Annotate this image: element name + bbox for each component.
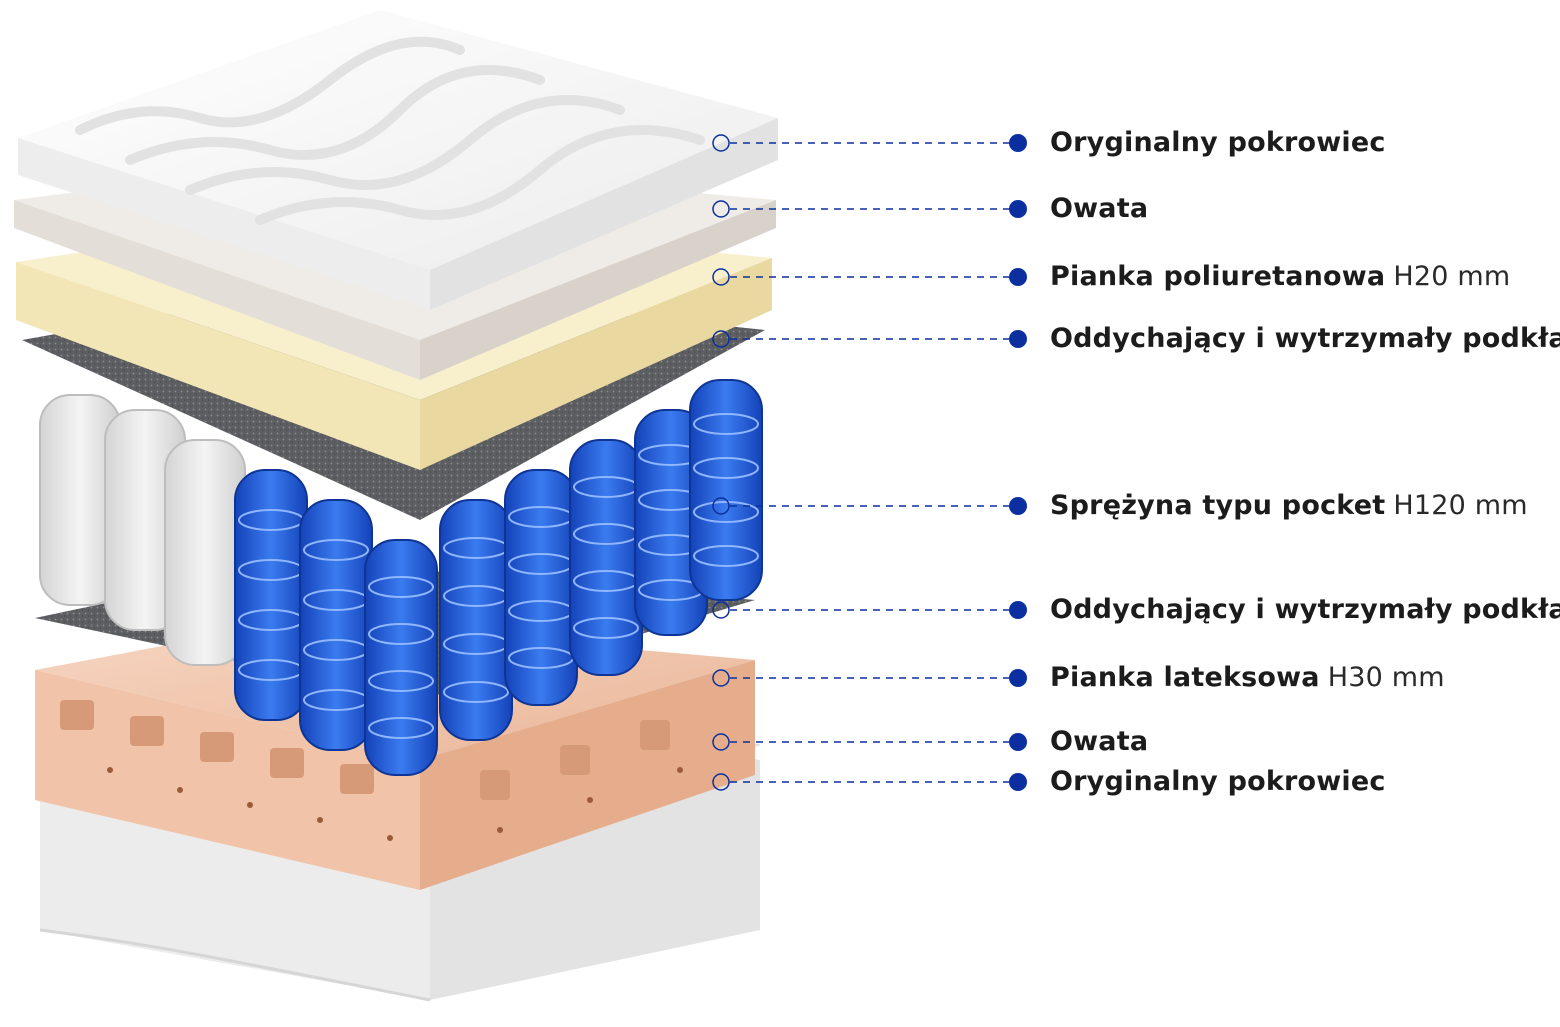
callout-dot bbox=[1009, 134, 1027, 152]
callout-anchor-ring bbox=[712, 669, 730, 687]
pocket-spring bbox=[364, 539, 438, 776]
callout-dot bbox=[1009, 200, 1027, 218]
callout-label-spec: H120 mm bbox=[1393, 490, 1528, 521]
callout-dot bbox=[1009, 497, 1027, 515]
callout-label-name: Oddychający i wytrzymały podkład bbox=[1050, 323, 1560, 354]
callout-label: Oddychający i wytrzymały podkład bbox=[1050, 592, 1560, 628]
spring-coil bbox=[368, 717, 434, 739]
callout-anchor-ring bbox=[712, 200, 730, 218]
callout-anchor-ring bbox=[712, 497, 730, 515]
callout-anchor-ring bbox=[712, 773, 730, 791]
callout-label-name: Pianka lateksowa bbox=[1050, 662, 1320, 693]
spring-coil bbox=[443, 681, 509, 703]
pocket-spring bbox=[569, 439, 643, 676]
callout-label-name: Sprężyna typu pocket bbox=[1050, 490, 1386, 521]
white-pocket-springs bbox=[39, 394, 246, 666]
pocket-spring bbox=[234, 469, 308, 721]
spring-coil bbox=[368, 670, 434, 692]
callout-anchor-ring bbox=[712, 733, 730, 751]
callout-label-spec: H30 mm bbox=[1327, 662, 1445, 693]
pocket-spring bbox=[299, 499, 373, 751]
pocket-spring bbox=[689, 379, 763, 601]
top-cover-layer bbox=[18, 10, 778, 310]
callout-anchor-ring bbox=[712, 601, 730, 619]
pocket-spring bbox=[504, 469, 578, 706]
callout-label-name: Oryginalny pokrowiec bbox=[1050, 766, 1386, 797]
callout-dot bbox=[1009, 330, 1027, 348]
spring-coil bbox=[693, 457, 759, 479]
callout-label: Owata bbox=[1050, 191, 1148, 227]
spring-coil bbox=[303, 539, 369, 561]
callout-dot bbox=[1009, 601, 1027, 619]
callout-label: Owata bbox=[1050, 724, 1148, 760]
callout-label-name: Oddychający i wytrzymały podkład bbox=[1050, 594, 1560, 625]
callout-dot bbox=[1009, 733, 1027, 751]
callout-label: Oryginalny pokrowiec bbox=[1050, 125, 1386, 161]
callout-label-name: Owata bbox=[1050, 726, 1149, 757]
callout-anchor-ring bbox=[712, 268, 730, 286]
spring-coil bbox=[693, 501, 759, 523]
pocket-spring bbox=[439, 499, 513, 741]
callout-label: Oryginalny pokrowiec bbox=[1050, 764, 1386, 800]
callout-label-name: Oryginalny pokrowiec bbox=[1050, 127, 1386, 158]
callout-dot bbox=[1009, 669, 1027, 687]
callout-label-name: Owata bbox=[1050, 193, 1149, 224]
callout-dot bbox=[1009, 773, 1027, 791]
callout-anchor-ring bbox=[712, 330, 730, 348]
spring-coil bbox=[693, 545, 759, 567]
spring-coil bbox=[368, 576, 434, 598]
callout-label-name: Pianka poliuretanowa bbox=[1050, 261, 1386, 292]
callout-anchor-ring bbox=[712, 134, 730, 152]
blue-pocket-springs bbox=[234, 379, 763, 776]
callout-dot bbox=[1009, 268, 1027, 286]
callout-label: Oddychający i wytrzymały podkład bbox=[1050, 321, 1560, 357]
spring-coil bbox=[693, 413, 759, 435]
spring-coil bbox=[368, 623, 434, 645]
spring-coil bbox=[573, 617, 639, 639]
callout-label-spec: H20 mm bbox=[1393, 261, 1511, 292]
